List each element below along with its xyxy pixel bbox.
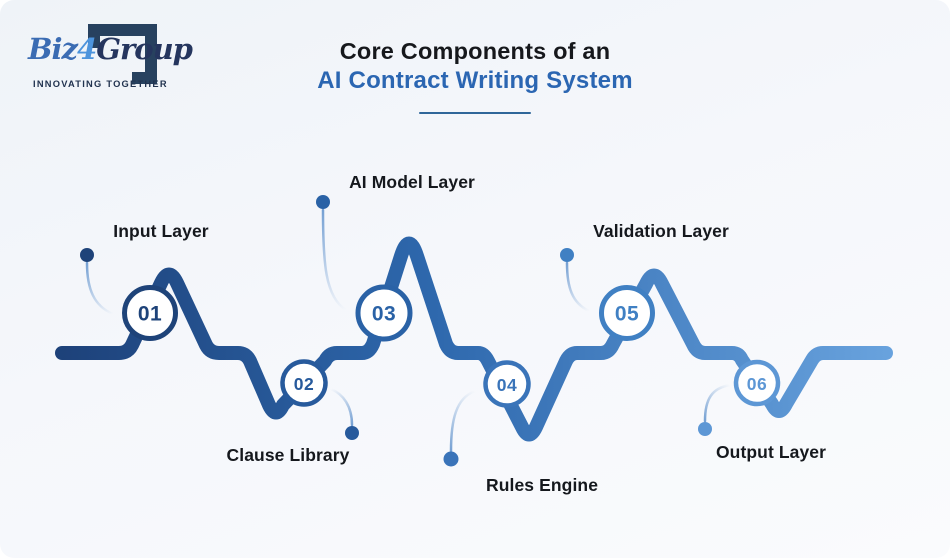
connector-dot-03 bbox=[316, 195, 330, 209]
brand-tagline: INNOVATING TOGETHER bbox=[33, 79, 168, 89]
step-circle-04 bbox=[483, 360, 531, 408]
title-line-1: Core Components of an bbox=[339, 38, 611, 64]
brand-text-4: 4 bbox=[77, 32, 97, 66]
step-label-output-layer: Output Layer bbox=[715, 442, 827, 462]
step-number-04: 04 bbox=[497, 375, 517, 395]
step-label-rules-engine: Rules Engine bbox=[485, 475, 599, 495]
brand-logo: Biz4Group INNOVATING TOGETHER bbox=[26, 22, 196, 102]
step-number-05: 05 bbox=[615, 303, 639, 326]
title-underline bbox=[419, 111, 531, 115]
wave-path bbox=[55, 236, 893, 442]
connector-line-02 bbox=[329, 387, 354, 427]
step-label-input-layer: Input Layer bbox=[113, 221, 209, 241]
connector-line-03 bbox=[321, 208, 348, 312]
step-circle-06 bbox=[733, 359, 781, 407]
connector-line-01 bbox=[85, 261, 115, 316]
step-number-01: 01 bbox=[138, 303, 162, 326]
connector-dot-01 bbox=[80, 248, 94, 262]
step-number-02: 02 bbox=[294, 374, 314, 394]
step-label-clause-library: Clause Library bbox=[226, 445, 350, 465]
connector-line-04 bbox=[449, 389, 477, 453]
logo-bracket-icon bbox=[88, 24, 157, 84]
step-circle-01 bbox=[122, 285, 178, 341]
brand-text-biz: Biz bbox=[28, 32, 78, 66]
connector-dot-06 bbox=[698, 422, 712, 436]
connector-line-05 bbox=[565, 261, 591, 313]
brand-wordmark: Biz4Group bbox=[28, 32, 193, 66]
step-number-03: 03 bbox=[372, 303, 396, 326]
connector-line-06 bbox=[703, 383, 732, 423]
connector-dot-04 bbox=[443, 451, 459, 467]
step-circle-02 bbox=[280, 359, 328, 407]
step-number-06: 06 bbox=[747, 374, 767, 394]
page-title: Core Components of an AI Contract Writin… bbox=[0, 36, 950, 115]
step-circle-05 bbox=[599, 285, 655, 341]
step-label-validation-layer: Validation Layer bbox=[593, 221, 729, 241]
connector-dot-02 bbox=[345, 426, 359, 440]
title-line-2: AI Contract Writing System bbox=[317, 67, 633, 95]
step-circle-03 bbox=[355, 284, 413, 342]
connector-dot-05 bbox=[560, 248, 574, 262]
step-label-ai-model-layer: AI Model Layer bbox=[349, 172, 475, 192]
brand-text-group: Group bbox=[96, 32, 193, 66]
